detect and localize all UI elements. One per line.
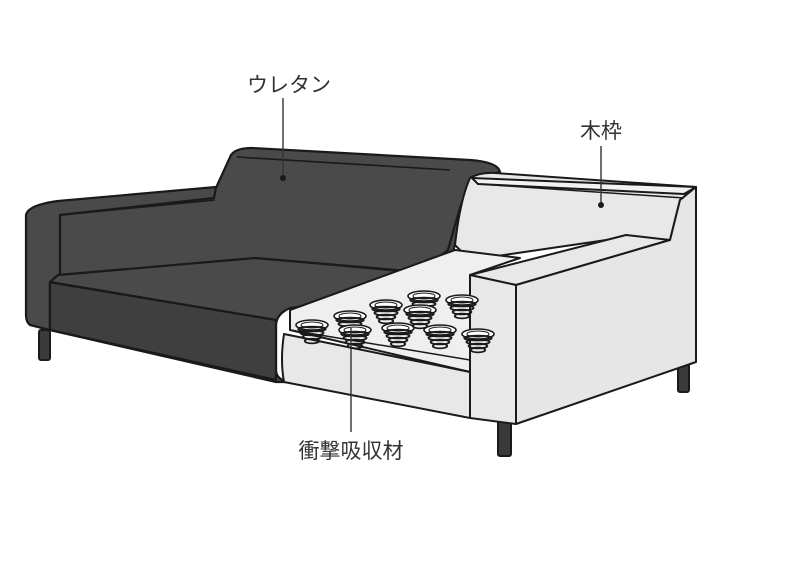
wood-frame-label: 木枠 — [580, 119, 622, 143]
front-rail — [281, 333, 471, 419]
shock-absorber-label: 衝撃吸収材 — [299, 439, 404, 463]
shock-absorber-springs — [295, 290, 495, 354]
leg-front-left — [38, 329, 51, 361]
urethane-label: ウレタン — [247, 73, 331, 97]
back-frame-top — [471, 177, 697, 195]
leg-front-right — [497, 419, 512, 457]
spring-coil — [423, 324, 457, 350]
right-armrest-side — [515, 186, 697, 425]
seat-back-seam — [59, 257, 409, 276]
leader-lines — [282, 98, 602, 432]
leader-dots — [280, 175, 604, 208]
seat-edge-seam — [51, 282, 276, 321]
spring-coil — [445, 294, 479, 320]
urethane-leader-dot — [280, 175, 286, 181]
urethane-seams — [51, 156, 451, 321]
spring-coil — [369, 299, 403, 325]
backrest-top-seam — [236, 156, 451, 171]
wood-frame-leader-dot — [598, 202, 604, 208]
spring-coil — [461, 328, 495, 354]
backrest-urethane — [56, 146, 502, 277]
armrest-seam — [59, 199, 216, 216]
spring-coil — [403, 304, 437, 330]
back-frame-inner-line — [477, 183, 685, 199]
spring-coil — [338, 324, 372, 350]
spring-coil — [295, 319, 329, 345]
